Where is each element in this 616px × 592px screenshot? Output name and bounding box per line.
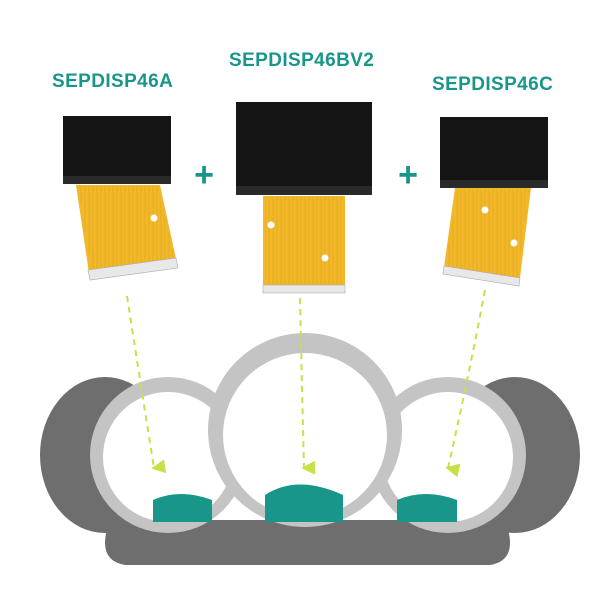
flex-hole-b2 — [321, 254, 329, 262]
right-display-window — [397, 494, 457, 522]
lcd-screen-b — [236, 102, 372, 194]
flex-connector-b — [262, 284, 346, 294]
lcd-display-a — [63, 116, 179, 281]
plus-sign-2: + — [398, 156, 418, 194]
cluster-base — [105, 520, 510, 565]
display-label-c: SEPDISP46C — [432, 74, 554, 95]
left-display-window — [153, 494, 212, 522]
flex-connector-a — [87, 257, 179, 281]
flex-connector-c — [442, 265, 521, 287]
arrow-b — [299, 297, 316, 475]
display-label-b: SEPDISP46BV2 — [229, 50, 375, 71]
flex-hole-c1 — [481, 206, 489, 214]
lcd-screen-a — [63, 116, 171, 182]
arrow-c — [445, 289, 486, 478]
lcd-screen-c — [440, 117, 548, 187]
flex-hole-a — [150, 214, 158, 222]
flex-hole-b1 — [267, 221, 275, 229]
right-gauge-face — [383, 392, 513, 522]
lcd-display-b — [236, 102, 372, 294]
plus-sign-1: + — [194, 156, 214, 194]
center-display-window — [265, 484, 343, 522]
center-gauge-face — [223, 353, 387, 517]
display-label-a: SEPDISP46A — [52, 71, 174, 92]
cluster-housing — [40, 333, 580, 565]
lcd-display-c — [440, 117, 548, 287]
mounting-arrows — [126, 289, 486, 478]
flex-hole-c2 — [510, 239, 518, 247]
left-gauge-face — [103, 392, 233, 522]
